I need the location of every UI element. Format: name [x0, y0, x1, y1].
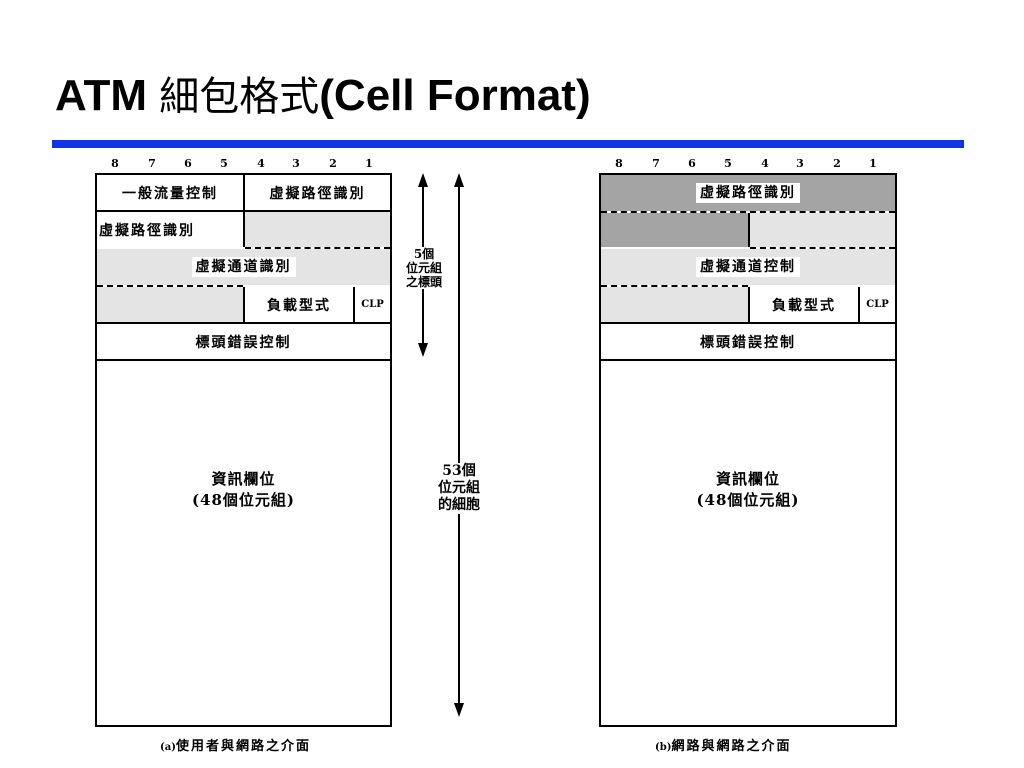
bit-number: 8 — [615, 157, 623, 170]
hec-label: 標頭錯誤控制 — [195, 334, 292, 351]
caption-text: 網路與網路之介面 — [671, 739, 792, 754]
bit-number: 5 — [724, 157, 732, 170]
info-line-2: (48個位元組) — [191, 491, 296, 509]
divider — [243, 287, 245, 322]
title-rule — [52, 140, 964, 148]
divider — [858, 287, 860, 322]
divider — [748, 287, 750, 322]
dashed-divider — [601, 285, 748, 287]
bit-number: 2 — [329, 157, 337, 170]
divider — [243, 212, 245, 247]
nni-cell-diagram: 虛擬路徑識別 虛擬通道控制 負載型式 CLP 標頭錯誤控制 資訊欄位 (48個位… — [599, 173, 897, 727]
hec-label: 標頭錯誤控制 — [700, 334, 796, 351]
gfc-field: 一般流量控制 — [97, 175, 243, 210]
bit-number: 6 — [184, 157, 192, 170]
divider — [748, 213, 750, 247]
vpi-field-end — [601, 213, 748, 247]
vci-field: 虛擬通道識別 — [97, 249, 390, 285]
header-size-line-3: 之標頭 — [405, 275, 442, 289]
bit-number: 4 — [761, 157, 769, 170]
divider — [353, 287, 355, 322]
uni-caption: (a)使用者與網路之介面 — [160, 735, 311, 754]
vpi-bottom-label: 虛擬路徑識別 — [99, 222, 195, 239]
vci-label: 虛擬通道識別 — [191, 257, 296, 277]
payload-type-label: 負載型式 — [772, 297, 836, 314]
payload-type-field: 負載型式 — [245, 287, 353, 322]
vci-field-start — [245, 212, 390, 247]
header-size-label: 5個 位元組 之標頭 — [396, 247, 452, 289]
bit-number: 3 — [292, 157, 300, 170]
bit-number: 4 — [257, 157, 265, 170]
nni-caption: (b)網路與網路之介面 — [655, 735, 791, 754]
vci-field: 虛擬通道控制 — [601, 249, 895, 285]
clp-field: CLP — [860, 287, 895, 322]
header-arrow-down-head — [418, 343, 428, 357]
bit-number: 1 — [365, 157, 373, 170]
vpi-field-bottom: 虛擬路徑識別 — [97, 212, 243, 247]
vpi-label: 虛擬路徑識別 — [696, 183, 800, 203]
bit-number: 6 — [688, 157, 696, 170]
vpi-top-label: 虛擬路徑識別 — [269, 185, 366, 202]
caption-prefix: (b) — [655, 742, 672, 753]
cell-size-line-3: 的細胞 — [438, 497, 480, 513]
dashed-divider — [245, 247, 390, 249]
info-line-1: 資訊欄位 — [715, 470, 780, 488]
dashed-divider — [750, 247, 895, 249]
vpi-field: 虛擬路徑識別 — [601, 175, 895, 211]
cell-size-line-1: 53個 — [442, 463, 476, 479]
bit-number: 1 — [869, 157, 877, 170]
cell-size-label: 53個 位元組 的細胞 — [422, 463, 496, 514]
title-latin-b: (Cell Format) — [319, 71, 591, 120]
divider — [601, 359, 895, 361]
dashed-divider — [601, 211, 895, 213]
divider — [97, 359, 390, 361]
divider — [243, 175, 245, 210]
bit-number: 3 — [796, 157, 804, 170]
information-field: 資訊欄位 (48個位元組) — [601, 469, 895, 511]
info-line-2: (48個位元組) — [696, 491, 800, 509]
vci-field-end — [601, 287, 748, 322]
header-size-line-2: 位元組 — [405, 261, 442, 275]
clp-label: CLP — [866, 299, 889, 310]
vci-label: 虛擬通道控制 — [696, 257, 800, 277]
information-field: 資訊欄位 (48個位元組) — [97, 469, 390, 511]
caption-text: 使用者與網路之介面 — [175, 739, 311, 754]
header-arrow-up-head — [418, 173, 428, 187]
clp-field: CLP — [355, 287, 390, 322]
bit-number: 7 — [652, 157, 660, 170]
caption-prefix: (a) — [160, 742, 176, 753]
divider — [97, 322, 390, 324]
cell-size-line-2: 位元組 — [438, 480, 480, 496]
bit-number: 8 — [111, 157, 119, 170]
dashed-divider — [97, 285, 243, 287]
clp-label: CLP — [361, 299, 384, 310]
info-line-1: 資訊欄位 — [211, 470, 276, 488]
vci-field-end — [97, 287, 243, 322]
payload-type-label: 負載型式 — [267, 297, 331, 314]
vci-field-start — [750, 213, 895, 247]
header-size-line-1: 5個 — [413, 247, 435, 261]
title-cjk: 細包格式 — [159, 74, 320, 120]
gfc-label: 一般流量控制 — [122, 185, 218, 202]
hec-field: 標頭錯誤控制 — [601, 324, 895, 359]
uni-cell-diagram: 一般流量控制 虛擬路徑識別 虛擬路徑識別 虛擬通道識別 負載型式 CLP 標頭錯… — [95, 173, 392, 727]
payload-type-field: 負載型式 — [750, 287, 858, 322]
vpi-field-top: 虛擬路徑識別 — [245, 175, 390, 210]
bit-number: 7 — [148, 157, 156, 170]
page-title: ATM 細包格式(Cell Format) — [55, 66, 591, 126]
divider — [601, 322, 895, 324]
title-latin-a: ATM — [55, 71, 160, 120]
hec-field: 標頭錯誤控制 — [97, 324, 390, 359]
cell-arrow-down-head — [454, 703, 464, 717]
bit-number: 5 — [220, 157, 228, 170]
divider — [97, 210, 390, 212]
cell-arrow-up-head — [454, 173, 464, 187]
bit-number: 2 — [833, 157, 841, 170]
